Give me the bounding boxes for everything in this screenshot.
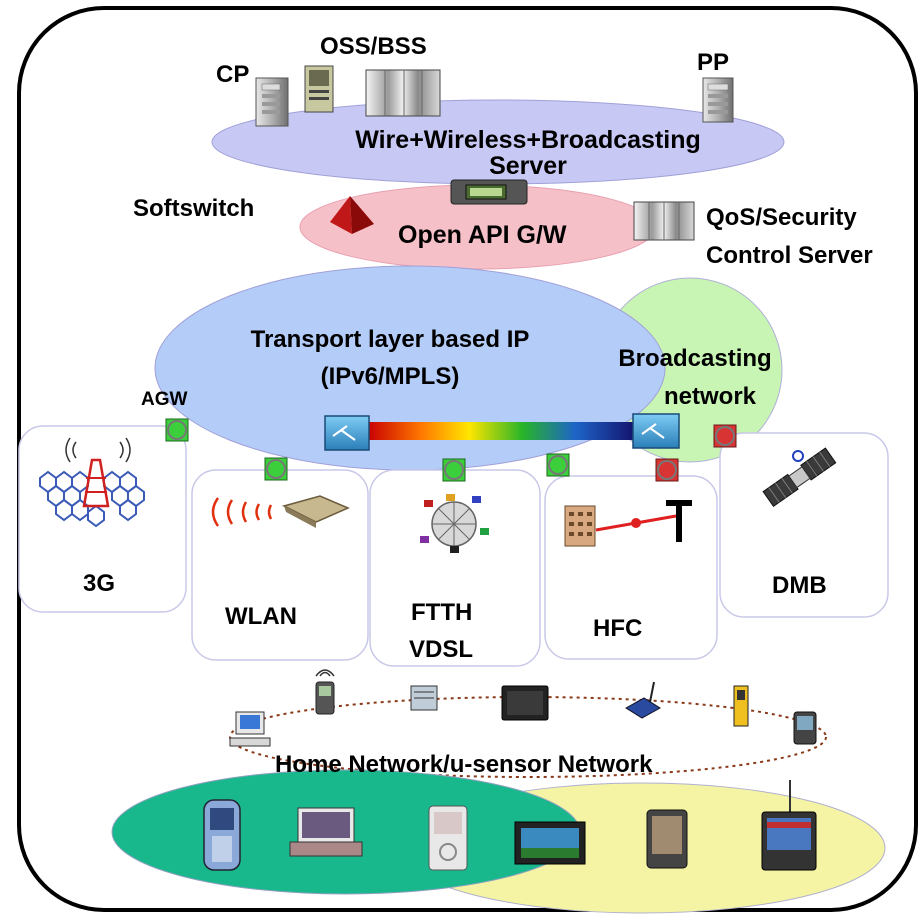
server-rack-icon	[633, 201, 695, 241]
server-rack-icon	[365, 69, 441, 117]
open-api-gateway-device-icon	[450, 179, 528, 205]
label-3g: 3G	[83, 570, 116, 597]
pyramid-icon	[330, 196, 374, 234]
qos-label-line2: Control Server	[706, 242, 873, 269]
pp-label: PP	[697, 49, 730, 76]
broadcast-label-line1: Broadcasting	[618, 345, 772, 372]
label-wlan: WLAN	[225, 603, 297, 630]
cable-line-icon	[595, 500, 692, 542]
access-point-icon	[211, 495, 350, 528]
softswitch-label: Softswitch	[133, 195, 255, 222]
label-hfc: HFC	[593, 615, 643, 642]
phone-icon	[315, 669, 335, 715]
pc-icon	[229, 711, 271, 747]
agw-node-green	[264, 457, 288, 481]
pda-icon	[793, 711, 817, 745]
laptop-icon	[289, 807, 363, 857]
phone-icon	[203, 799, 241, 871]
agw-node-green	[546, 453, 570, 477]
router-icon	[632, 413, 680, 449]
server-rack-icon	[702, 77, 734, 123]
box-dmb	[719, 432, 889, 618]
server-rack-icon	[304, 65, 334, 113]
qos-label-line1: QoS/Security	[706, 204, 857, 231]
set-top-box-icon	[410, 685, 438, 711]
antenna-tower-icon	[39, 437, 145, 528]
pda-icon	[428, 805, 468, 871]
pda-icon	[733, 685, 749, 727]
server-layer-label-line2: Server	[489, 152, 567, 180]
server-layer-label-line1: Wire+Wireless+Broadcasting	[355, 126, 701, 154]
transport-label-line2: (IPv6/MPLS)	[320, 363, 460, 390]
broadcast-label-line2: network	[663, 383, 756, 410]
label-vdsl: VDSL	[409, 636, 474, 663]
transport-label-line1: Transport layer based IP	[250, 326, 530, 353]
pda-icon	[646, 809, 688, 869]
oss-bss-label: OSS/BSS	[320, 33, 427, 60]
home-network-label: Home Network/u-sensor Network	[275, 751, 653, 778]
router-icon	[324, 415, 370, 451]
broadcast-node-red	[655, 458, 679, 482]
building-icon	[564, 505, 596, 547]
label-ftth: FTTH	[411, 599, 473, 626]
agw-node-green	[442, 458, 466, 482]
agw-label: AGW	[141, 389, 188, 410]
access-point-icon	[625, 681, 661, 719]
label-dmb: DMB	[772, 572, 827, 599]
fiber-hub-icon	[420, 494, 489, 553]
rainbow-link	[368, 422, 634, 440]
server-rack-icon	[255, 77, 289, 127]
tv-icon	[761, 780, 817, 871]
satellite-icon	[762, 447, 837, 508]
agw-node-green	[165, 418, 189, 442]
tv-icon	[514, 821, 586, 865]
broadcast-node-red	[713, 424, 737, 448]
open-api-gw-label: Open API G/W	[398, 221, 567, 249]
tv-icon	[501, 685, 549, 721]
box-3g	[18, 425, 187, 613]
cp-label: CP	[216, 61, 250, 88]
